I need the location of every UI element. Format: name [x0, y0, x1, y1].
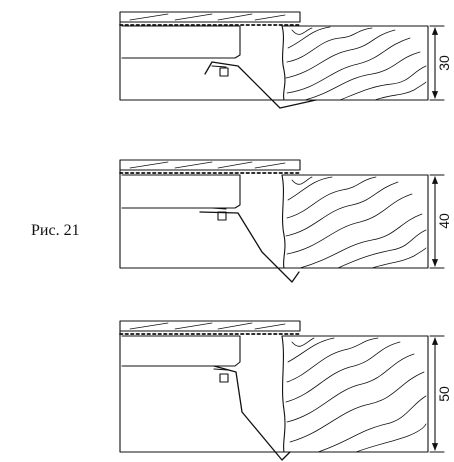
dimension-label: 50	[436, 386, 452, 402]
wood-grain	[285, 26, 427, 101]
panel-2	[119, 159, 445, 283]
wood-outline	[119, 330, 429, 453]
grain-boundary	[281, 174, 286, 269]
inner-panel	[121, 25, 241, 59]
top-plate	[119, 159, 301, 171]
figure-caption: Рис. 21	[31, 222, 80, 239]
clip-screw	[219, 373, 229, 383]
inner-panel	[121, 335, 241, 367]
glass-hatch	[129, 13, 286, 21]
spring-clip	[204, 61, 317, 109]
grain-boundary	[281, 335, 286, 453]
clip-tab	[213, 368, 229, 371]
wood-outline	[119, 169, 429, 269]
wood-grain	[285, 176, 427, 269]
dimension-label: 30	[436, 55, 452, 71]
dimension-label: 40	[436, 213, 452, 229]
wood-outline	[119, 21, 429, 101]
clip-tab	[211, 65, 227, 68]
grain-boundary	[281, 25, 286, 101]
glass-hatch	[129, 161, 286, 169]
glass-hatch	[129, 322, 286, 330]
top-plate	[119, 11, 301, 23]
top-plate	[119, 320, 301, 332]
clip-screw	[217, 211, 227, 221]
wood-grain	[285, 337, 427, 453]
inner-panel	[121, 174, 241, 209]
panel-1	[119, 11, 445, 109]
panel-3	[119, 320, 445, 461]
clip-screw	[219, 67, 229, 77]
spring-clip	[213, 365, 291, 461]
clip-tab	[211, 207, 227, 210]
spring-clip	[199, 211, 300, 283]
